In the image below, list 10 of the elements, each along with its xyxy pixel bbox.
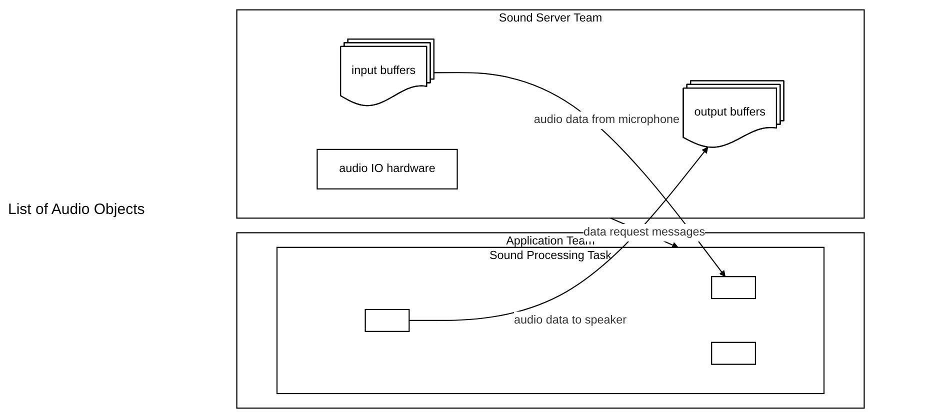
node-box [711,276,756,300]
node-box [711,342,756,365]
note-text: List of Audio Objects [8,200,146,218]
node-box [364,308,410,332]
arrow [434,72,726,277]
arrow [409,146,708,321]
edge-label: data request messages [584,226,706,239]
node-box: audio IO hardware [316,148,458,190]
edge-label: audio data to speaker [514,314,626,326]
edge-label: audio data from microphone [534,114,680,126]
